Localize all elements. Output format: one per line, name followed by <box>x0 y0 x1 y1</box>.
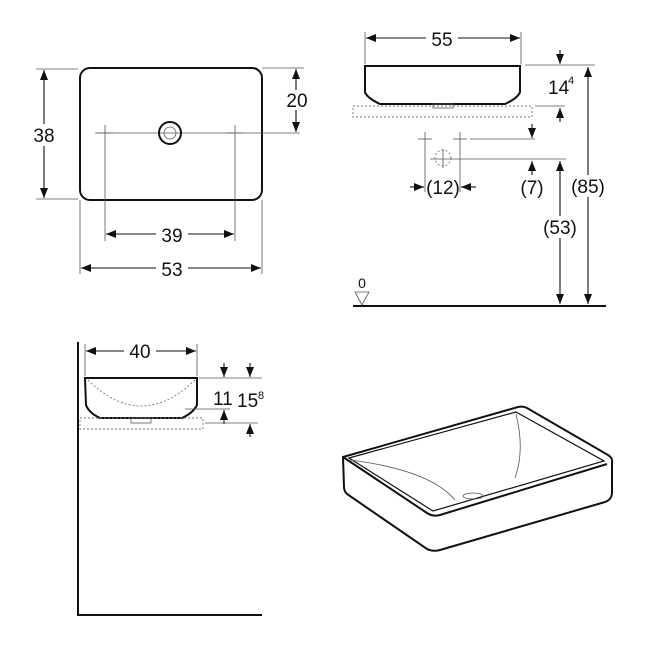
dim-bowl-height: 11 <box>213 389 233 410</box>
tap-crosshair-right <box>453 132 467 146</box>
dim-side-width: 55 <box>431 30 452 51</box>
top-view: 38 20 39 53 <box>32 67 310 281</box>
dim-total-main: 15 <box>237 391 258 412</box>
floor-level-label: 0 <box>358 275 366 291</box>
basin-3d-view <box>341 405 614 552</box>
dim-front-depth: 40 <box>129 342 150 363</box>
drain-3d-icon <box>462 492 484 500</box>
tap-hole-crosshair-left <box>97 125 113 141</box>
tap-hole-crosshair-right <box>227 125 243 141</box>
dim-total-height: (85) <box>571 177 605 198</box>
dim-drain-height: (53) <box>543 218 577 239</box>
dim-total-sup: 8 <box>258 390 264 402</box>
dim-height-sup: 4 <box>568 75 574 87</box>
basin-outline-top <box>79 67 263 201</box>
dim-drain-offset: 20 <box>286 91 307 112</box>
dim-tap-spacing-side: (12) <box>426 178 460 199</box>
dim-height-main: 14 <box>548 78 570 99</box>
countertop-front <box>79 417 204 430</box>
front-view: 40 11 15 8 <box>77 341 264 616</box>
dim-width: 53 <box>161 260 182 281</box>
basin-outline-front <box>83 377 198 419</box>
side-view: 55 14 4 (12) (7) (53) (85) 0 <box>352 28 608 307</box>
basin-outline-side <box>364 65 521 105</box>
dim-tap-spacing: 39 <box>161 226 182 247</box>
drain-icon <box>158 121 182 145</box>
dim-depth: 38 <box>33 126 54 147</box>
dim-tap-offset: (7) <box>520 178 543 199</box>
tap-crosshair-left <box>418 132 432 146</box>
floor-level-triangle-icon <box>354 291 370 306</box>
countertop <box>352 105 533 118</box>
